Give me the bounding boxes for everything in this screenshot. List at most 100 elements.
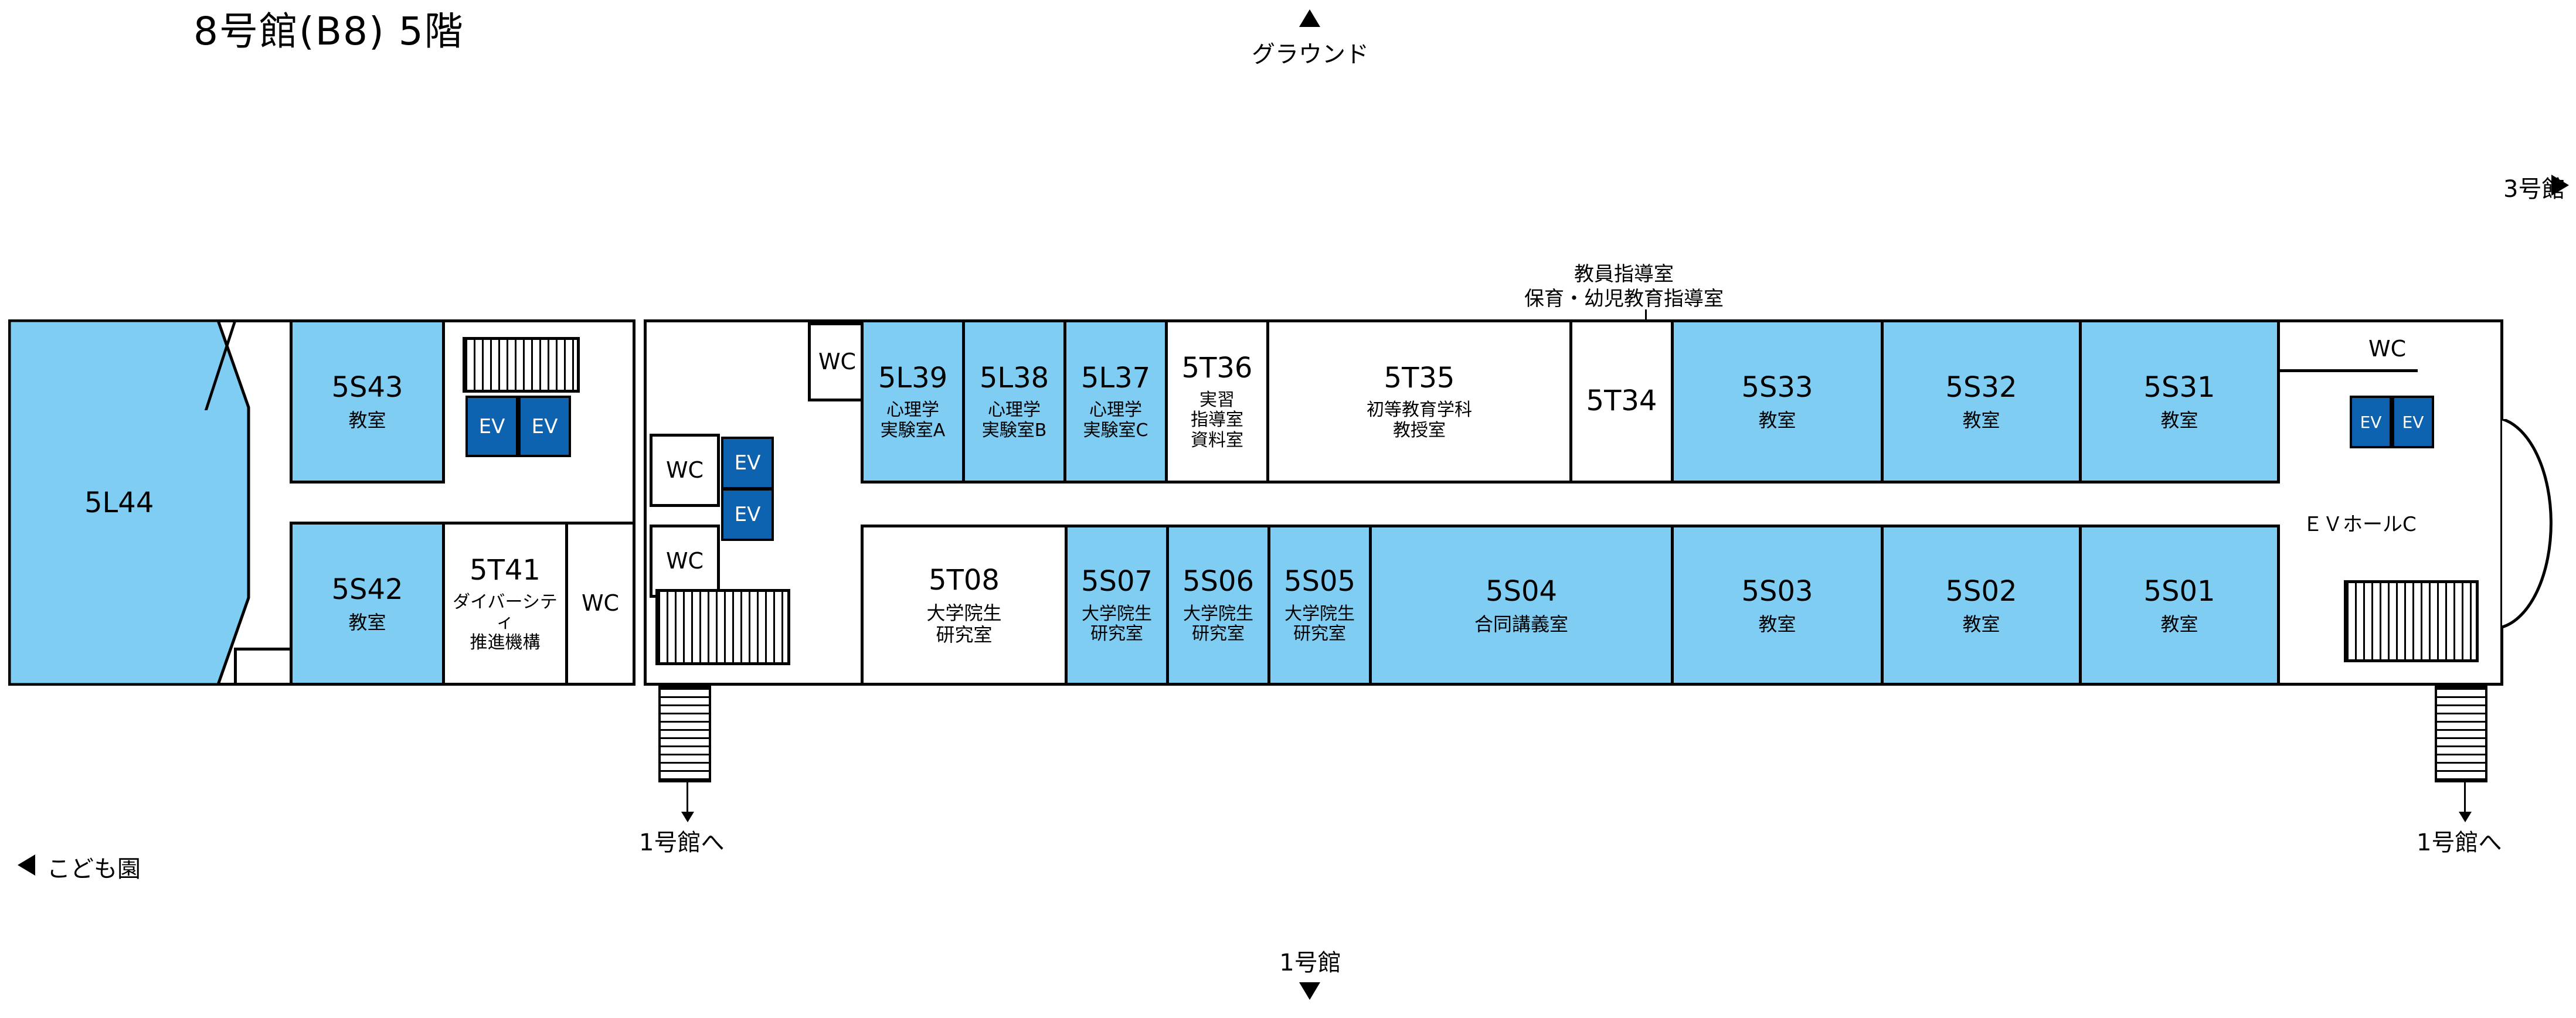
room-5L37[interactable]: 5L37 心理学 実験室C bbox=[1063, 319, 1168, 484]
restroom-core-low[interactable]: WC bbox=[650, 525, 720, 598]
elevator-east-1[interactable]: EV bbox=[2350, 396, 2392, 448]
exit-arrow-east-line bbox=[2464, 782, 2466, 815]
room-desc: 大学院生 研究室 bbox=[1183, 603, 1253, 645]
room-5T34[interactable]: 5T34 bbox=[1569, 319, 1674, 484]
room-5S02[interactable]: 5S02 教室 bbox=[1881, 525, 2082, 686]
exit-stairs-east bbox=[2435, 686, 2487, 782]
room-5S04[interactable]: 5S04 合同講義室 bbox=[1369, 525, 1674, 686]
room-desc: 教室 bbox=[1962, 409, 2000, 432]
room-5S05[interactable]: 5S05 大学院生 研究室 bbox=[1267, 525, 1372, 686]
room-5S07[interactable]: 5S07 大学院生 研究室 bbox=[1065, 525, 1169, 686]
room-desc: 教室 bbox=[348, 611, 386, 634]
curved-stair-east bbox=[2502, 419, 2553, 629]
restroom-west[interactable]: WC bbox=[565, 522, 635, 686]
west-wing: 5L44 5S43 教室 5S42 教室 5T41 ダイバーシティ 推進機構 W… bbox=[8, 319, 635, 686]
wc-label: WC bbox=[581, 590, 620, 617]
room-desc: 実習 指導室 資料室 bbox=[1191, 389, 1243, 451]
room-desc: 教室 bbox=[1962, 612, 2000, 635]
building1-label: 1号館 bbox=[1279, 949, 1341, 976]
room-code: 5T08 bbox=[929, 564, 1000, 597]
elevator-west-2[interactable]: EV bbox=[518, 396, 571, 457]
stairs-core bbox=[655, 589, 790, 665]
room-desc: 合同講義室 bbox=[1474, 612, 1568, 635]
room-desc: 教室 bbox=[2160, 612, 2198, 635]
room-code: 5T36 bbox=[1181, 351, 1253, 384]
annotation-line2: 保育・幼児教育指導室 bbox=[1524, 287, 1724, 311]
room-code: 5L44 bbox=[84, 486, 154, 519]
room-code: 5S04 bbox=[1485, 574, 1558, 608]
storage-west bbox=[234, 648, 293, 686]
room-5L38[interactable]: 5L38 心理学 実験室B bbox=[962, 319, 1066, 484]
right-arrow-icon bbox=[2551, 175, 2569, 196]
room-code: 5L38 bbox=[979, 361, 1049, 394]
room-5S01[interactable]: 5S01 教室 bbox=[2079, 525, 2280, 686]
down-arrow-icon bbox=[1299, 982, 1320, 1000]
room-desc: 心理学 実験室B bbox=[981, 400, 1047, 441]
room-desc: 初等教育学科 教授室 bbox=[1367, 400, 1472, 441]
room-code: 5L37 bbox=[1080, 361, 1151, 394]
elevator-core-2[interactable]: EV bbox=[721, 488, 774, 541]
wc-east-label: WC bbox=[2368, 336, 2407, 362]
room-code: 5S06 bbox=[1182, 565, 1255, 598]
room-code: 5S32 bbox=[1945, 371, 2017, 404]
room-code: 5S33 bbox=[1741, 371, 1813, 404]
room-desc: 教室 bbox=[1758, 612, 1796, 635]
room-desc: 大学院生 研究室 bbox=[1284, 603, 1355, 645]
room-code: 5T34 bbox=[1586, 384, 1657, 418]
room-code: 5S02 bbox=[1945, 574, 2017, 608]
restroom-core-mid[interactable]: WC bbox=[650, 434, 720, 507]
ground-label: グラウンド bbox=[1252, 41, 1369, 68]
room-5L39[interactable]: 5L39 心理学 実験室A bbox=[861, 319, 965, 484]
room-desc: 心理学 実験室A bbox=[880, 400, 946, 441]
room-5T35[interactable]: 5T35 初等教育学科 教授室 bbox=[1266, 319, 1572, 484]
elevator-east-2[interactable]: EV bbox=[2392, 396, 2434, 448]
exit-stairs-west bbox=[658, 686, 711, 782]
up-arrow-icon bbox=[1299, 9, 1320, 27]
ev-hall-label: ＥＶホールC bbox=[2303, 513, 2417, 536]
room-code: 5S01 bbox=[2143, 574, 2215, 608]
room-code: 5S42 bbox=[331, 573, 403, 606]
room-desc: 大学院生 研究室 bbox=[1082, 603, 1152, 645]
elevator-core-1[interactable]: EV bbox=[721, 437, 774, 489]
stairs-west bbox=[463, 337, 580, 393]
room-desc: ダイバーシティ 推進機構 bbox=[453, 591, 558, 653]
room-5T08[interactable]: 5T08 大学院生 研究室 bbox=[861, 525, 1068, 686]
stairs-east bbox=[2344, 580, 2479, 662]
room-5S43[interactable]: 5S43 教室 bbox=[290, 319, 445, 484]
room-code: 5S05 bbox=[1283, 565, 1356, 598]
room-5S03[interactable]: 5S03 教室 bbox=[1671, 525, 1884, 686]
room-5S42[interactable]: 5S42 教室 bbox=[290, 522, 445, 686]
room-desc: 教室 bbox=[2160, 409, 2198, 432]
annotation-line1: 教員指導室 bbox=[1574, 263, 1674, 286]
annotation-leader bbox=[1645, 309, 1647, 327]
down-arrow-icon bbox=[2459, 812, 2472, 822]
room-5T36[interactable]: 5T36 実習 指導室 資料室 bbox=[1165, 319, 1269, 484]
room-code: 5S43 bbox=[331, 371, 403, 404]
wc-label: WC bbox=[665, 547, 704, 574]
to-building1-west: 1号館へ bbox=[639, 829, 725, 856]
room-5S32[interactable]: 5S32 教室 bbox=[1881, 319, 2082, 484]
main-wing: WC WC WC EV EV 5L39 心理学 実験室A 5L38 心理学 実験… bbox=[644, 319, 2503, 782]
wc-label: WC bbox=[818, 348, 857, 374]
room-code: 5T35 bbox=[1384, 361, 1455, 394]
room-desc: 大学院生 研究室 bbox=[926, 602, 1002, 646]
down-arrow-icon bbox=[681, 812, 694, 822]
room-5T41[interactable]: 5T41 ダイバーシティ 推進機構 bbox=[442, 522, 568, 686]
room-code: 5S07 bbox=[1080, 565, 1153, 598]
wc-label: WC bbox=[665, 457, 704, 483]
kindergarten-label: こども園 bbox=[47, 856, 141, 883]
to-building1-east: 1号館へ bbox=[2417, 829, 2502, 856]
room-desc: 心理学 実験室C bbox=[1083, 400, 1148, 441]
room-code: 5L39 bbox=[878, 361, 948, 394]
elevator-west-1[interactable]: EV bbox=[465, 396, 518, 457]
room-code: 5T41 bbox=[470, 553, 541, 587]
room-5S31[interactable]: 5S31 教室 bbox=[2079, 319, 2280, 484]
room-5S33[interactable]: 5S33 教室 bbox=[1671, 319, 1884, 484]
room-desc: 教室 bbox=[1758, 409, 1796, 432]
exit-arrow-west-line bbox=[687, 782, 688, 815]
room-5S06[interactable]: 5S06 大学院生 研究室 bbox=[1166, 525, 1270, 686]
room-code: 5S03 bbox=[1741, 574, 1813, 608]
room-5L44-shape bbox=[8, 319, 250, 686]
restroom-core-top[interactable]: WC bbox=[808, 322, 866, 401]
room-desc: 教室 bbox=[348, 409, 386, 432]
